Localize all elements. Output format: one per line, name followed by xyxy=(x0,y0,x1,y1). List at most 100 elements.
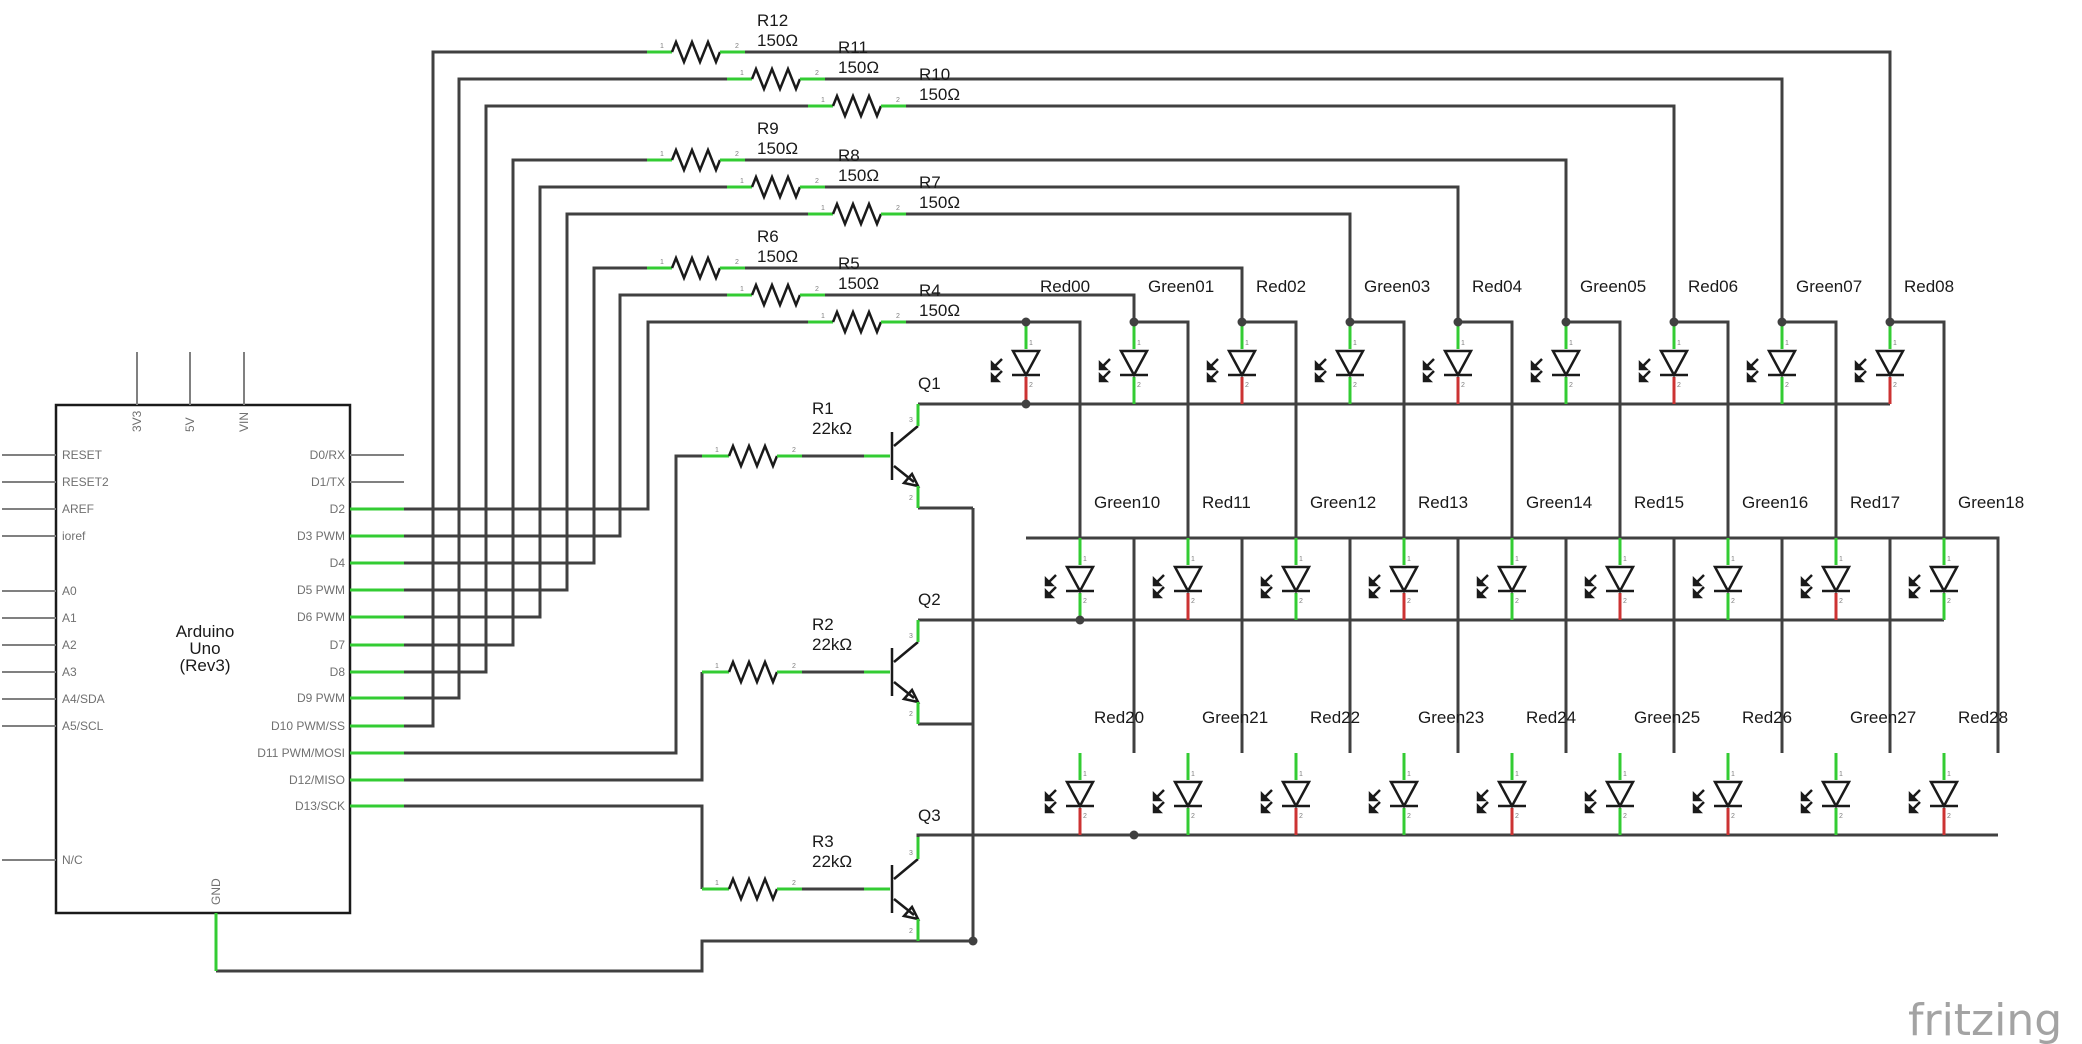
pin-number: 1 xyxy=(1029,340,1033,347)
base-wire xyxy=(350,672,704,782)
led-arrow-head xyxy=(1854,371,1866,383)
junction-dot xyxy=(1453,317,1463,327)
led-arrow-head xyxy=(1152,575,1164,587)
led-label: Red20 xyxy=(1094,708,1144,727)
led-arrow xyxy=(1369,801,1381,813)
led-arrow-head xyxy=(1368,587,1380,599)
pin-number: 2 xyxy=(1515,813,1519,820)
led-label: Green07 xyxy=(1796,277,1862,296)
pin-number: 3 xyxy=(909,850,913,857)
led-arrow xyxy=(1531,370,1543,382)
pin-number: 2 xyxy=(909,711,913,718)
arduino-pin-label: A5/SCL xyxy=(62,719,104,733)
led-triangle xyxy=(1496,565,1528,594)
arduino-pin-label: 3V3 xyxy=(130,410,144,432)
arduino-pin-label: D5 PWM xyxy=(297,583,345,597)
led-label: Red06 xyxy=(1688,277,1738,296)
pin-number: 1 xyxy=(1785,340,1789,347)
pin-number: 1 xyxy=(1839,771,1843,778)
led-arrow xyxy=(1585,789,1597,801)
led-arrow xyxy=(1423,370,1435,382)
pin-number: 1 xyxy=(740,286,744,293)
pin-number: 2 xyxy=(909,928,913,935)
led-label: Red26 xyxy=(1742,708,1792,727)
led-triangle xyxy=(1928,565,1960,594)
wires-layer xyxy=(216,50,2000,973)
junction-dot xyxy=(1021,399,1031,409)
led-arrow xyxy=(1153,574,1165,586)
led-arrow-head xyxy=(1584,575,1596,587)
led-triangle xyxy=(1172,565,1204,594)
led-triangle xyxy=(1010,349,1042,378)
pin-number: 1 xyxy=(660,259,664,266)
transistor-name: Q3 xyxy=(918,806,941,825)
transistor-arrow xyxy=(901,904,921,921)
led-arrow xyxy=(1693,789,1705,801)
led-arrow-head xyxy=(1368,802,1380,814)
pin-number: 2 xyxy=(1029,382,1033,389)
signal-wire xyxy=(404,50,647,728)
led-arrow-head xyxy=(1530,371,1542,383)
led-label: Green12 xyxy=(1310,493,1376,512)
pin-number: 1 xyxy=(1623,771,1627,778)
arduino-pin-label: D8 xyxy=(330,665,346,679)
led-arrow-head xyxy=(1044,587,1056,599)
led-arrow-head xyxy=(1692,587,1704,599)
pin-number: 2 xyxy=(896,205,900,212)
column-wire xyxy=(825,77,1784,322)
led-arrow xyxy=(1099,358,1111,370)
arduino-pin-label: RESET2 xyxy=(62,475,109,489)
arduino-pin-label: A4/SDA xyxy=(62,692,105,706)
pin-number: 2 xyxy=(735,151,739,158)
led-arrow xyxy=(1261,801,1273,813)
led-label: Red08 xyxy=(1904,277,1954,296)
column-bus xyxy=(1782,320,1838,538)
led-arrow xyxy=(1153,801,1165,813)
led-triangle xyxy=(1766,349,1798,378)
junction-dot xyxy=(1129,317,1139,327)
resistor-name: R2 xyxy=(812,615,834,634)
pin-number: 1 xyxy=(740,70,744,77)
resistor-value: 22kΩ xyxy=(812,852,852,871)
led-arrow xyxy=(1045,586,1057,598)
led-arrow-head xyxy=(1044,790,1056,802)
led-arrow xyxy=(1585,801,1597,813)
pin-number: 2 xyxy=(1299,598,1303,605)
resistor-zigzag xyxy=(670,38,722,66)
pin-number: 1 xyxy=(1407,771,1411,778)
transistor-arrow xyxy=(901,687,921,704)
led-arrow-head xyxy=(1692,802,1704,814)
led-arrow-head xyxy=(1098,371,1110,383)
led-label: Red04 xyxy=(1472,277,1522,296)
junction-dot xyxy=(1345,317,1355,327)
transistor-arrow xyxy=(901,471,921,488)
column-wire xyxy=(745,158,1568,322)
pin-number: 2 xyxy=(1137,382,1141,389)
led-arrow xyxy=(1369,789,1381,801)
led-arrow-head xyxy=(1746,359,1758,371)
pin-number: 2 xyxy=(1353,382,1357,389)
led-arrow-head xyxy=(1152,802,1164,814)
led-label: Red13 xyxy=(1418,493,1468,512)
resistor-value: 150Ω xyxy=(757,139,798,158)
signal-wire xyxy=(404,266,647,565)
base-wire xyxy=(350,454,702,755)
transistor-emitter xyxy=(893,465,915,483)
led-arrow xyxy=(1423,358,1435,370)
npn-transistor: 3 2 Q3 xyxy=(864,806,941,941)
arduino-pin-label: D12/MISO xyxy=(289,773,345,787)
resistor-zigzag xyxy=(727,442,779,470)
led-arrow-head xyxy=(1746,371,1758,383)
transistor-emitter xyxy=(893,898,915,916)
transistor-name: Q2 xyxy=(918,590,941,609)
resistor-name: R6 xyxy=(757,227,779,246)
arduino-pin-label: 5V xyxy=(183,417,197,432)
column-wire xyxy=(825,293,1136,322)
resistor-value: 150Ω xyxy=(757,247,798,266)
